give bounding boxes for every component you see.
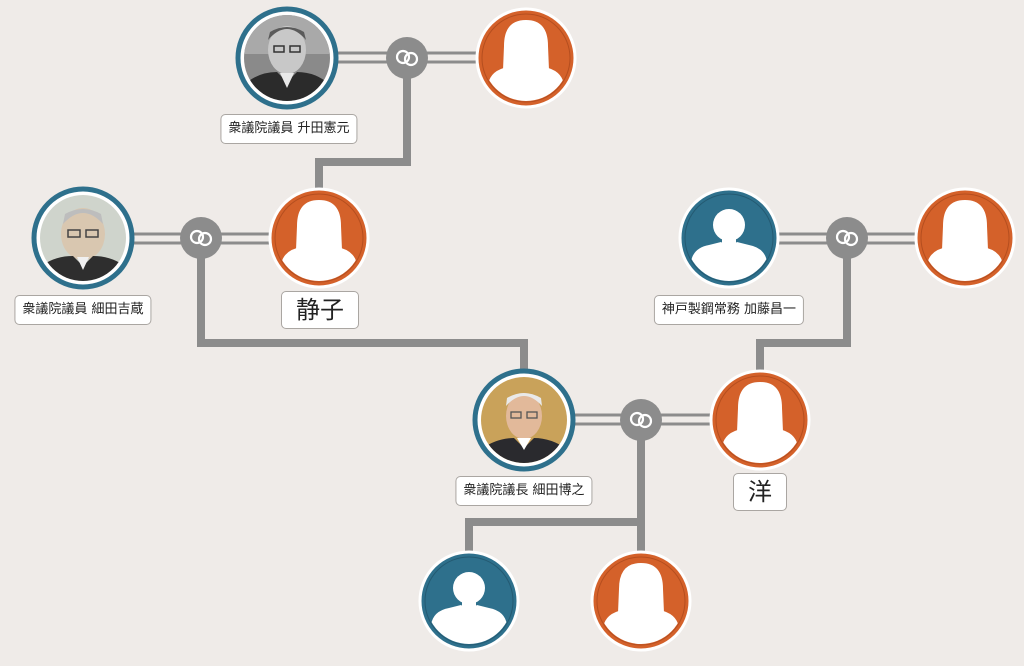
connector-lines [131,51,920,556]
person-masuda-wife-avatar[interactable] [475,7,577,109]
person-hiroshi-label: 洋 [733,473,787,511]
person-kichizo-avatar[interactable] [31,186,135,290]
person-daughter-avatar[interactable] [590,550,692,652]
marriage-node-kichizo [180,217,222,259]
marriage-node-kato [826,217,868,259]
marriage-node-masuda [386,37,428,79]
color-portrait [481,377,567,463]
marriage-node-hiroyuki [620,399,662,441]
person-masuda-avatar[interactable] [235,6,339,110]
person-shizuko-avatar[interactable] [268,187,370,289]
person-shizuko-label: 静子 [281,291,359,329]
person-kato-avatar[interactable] [678,187,780,289]
person-hiroyuki-avatar[interactable] [472,368,576,472]
person-kato-wife-avatar[interactable] [914,187,1016,289]
person-son-avatar[interactable] [418,550,520,652]
person-kichizo-label: 衆議院議員 細田吉蔵 [14,295,152,325]
grayscale-portrait [40,195,126,281]
person-hiroyuki-label: 衆議院議長 細田博之 [455,476,593,506]
person-kato-label: 神戸製鋼常務 加藤昌一 [653,295,805,325]
person-masuda-label: 衆議院議員 升田憲元 [220,114,358,144]
grayscale-portrait [244,15,330,101]
person-hiroshi-avatar[interactable] [709,369,811,471]
